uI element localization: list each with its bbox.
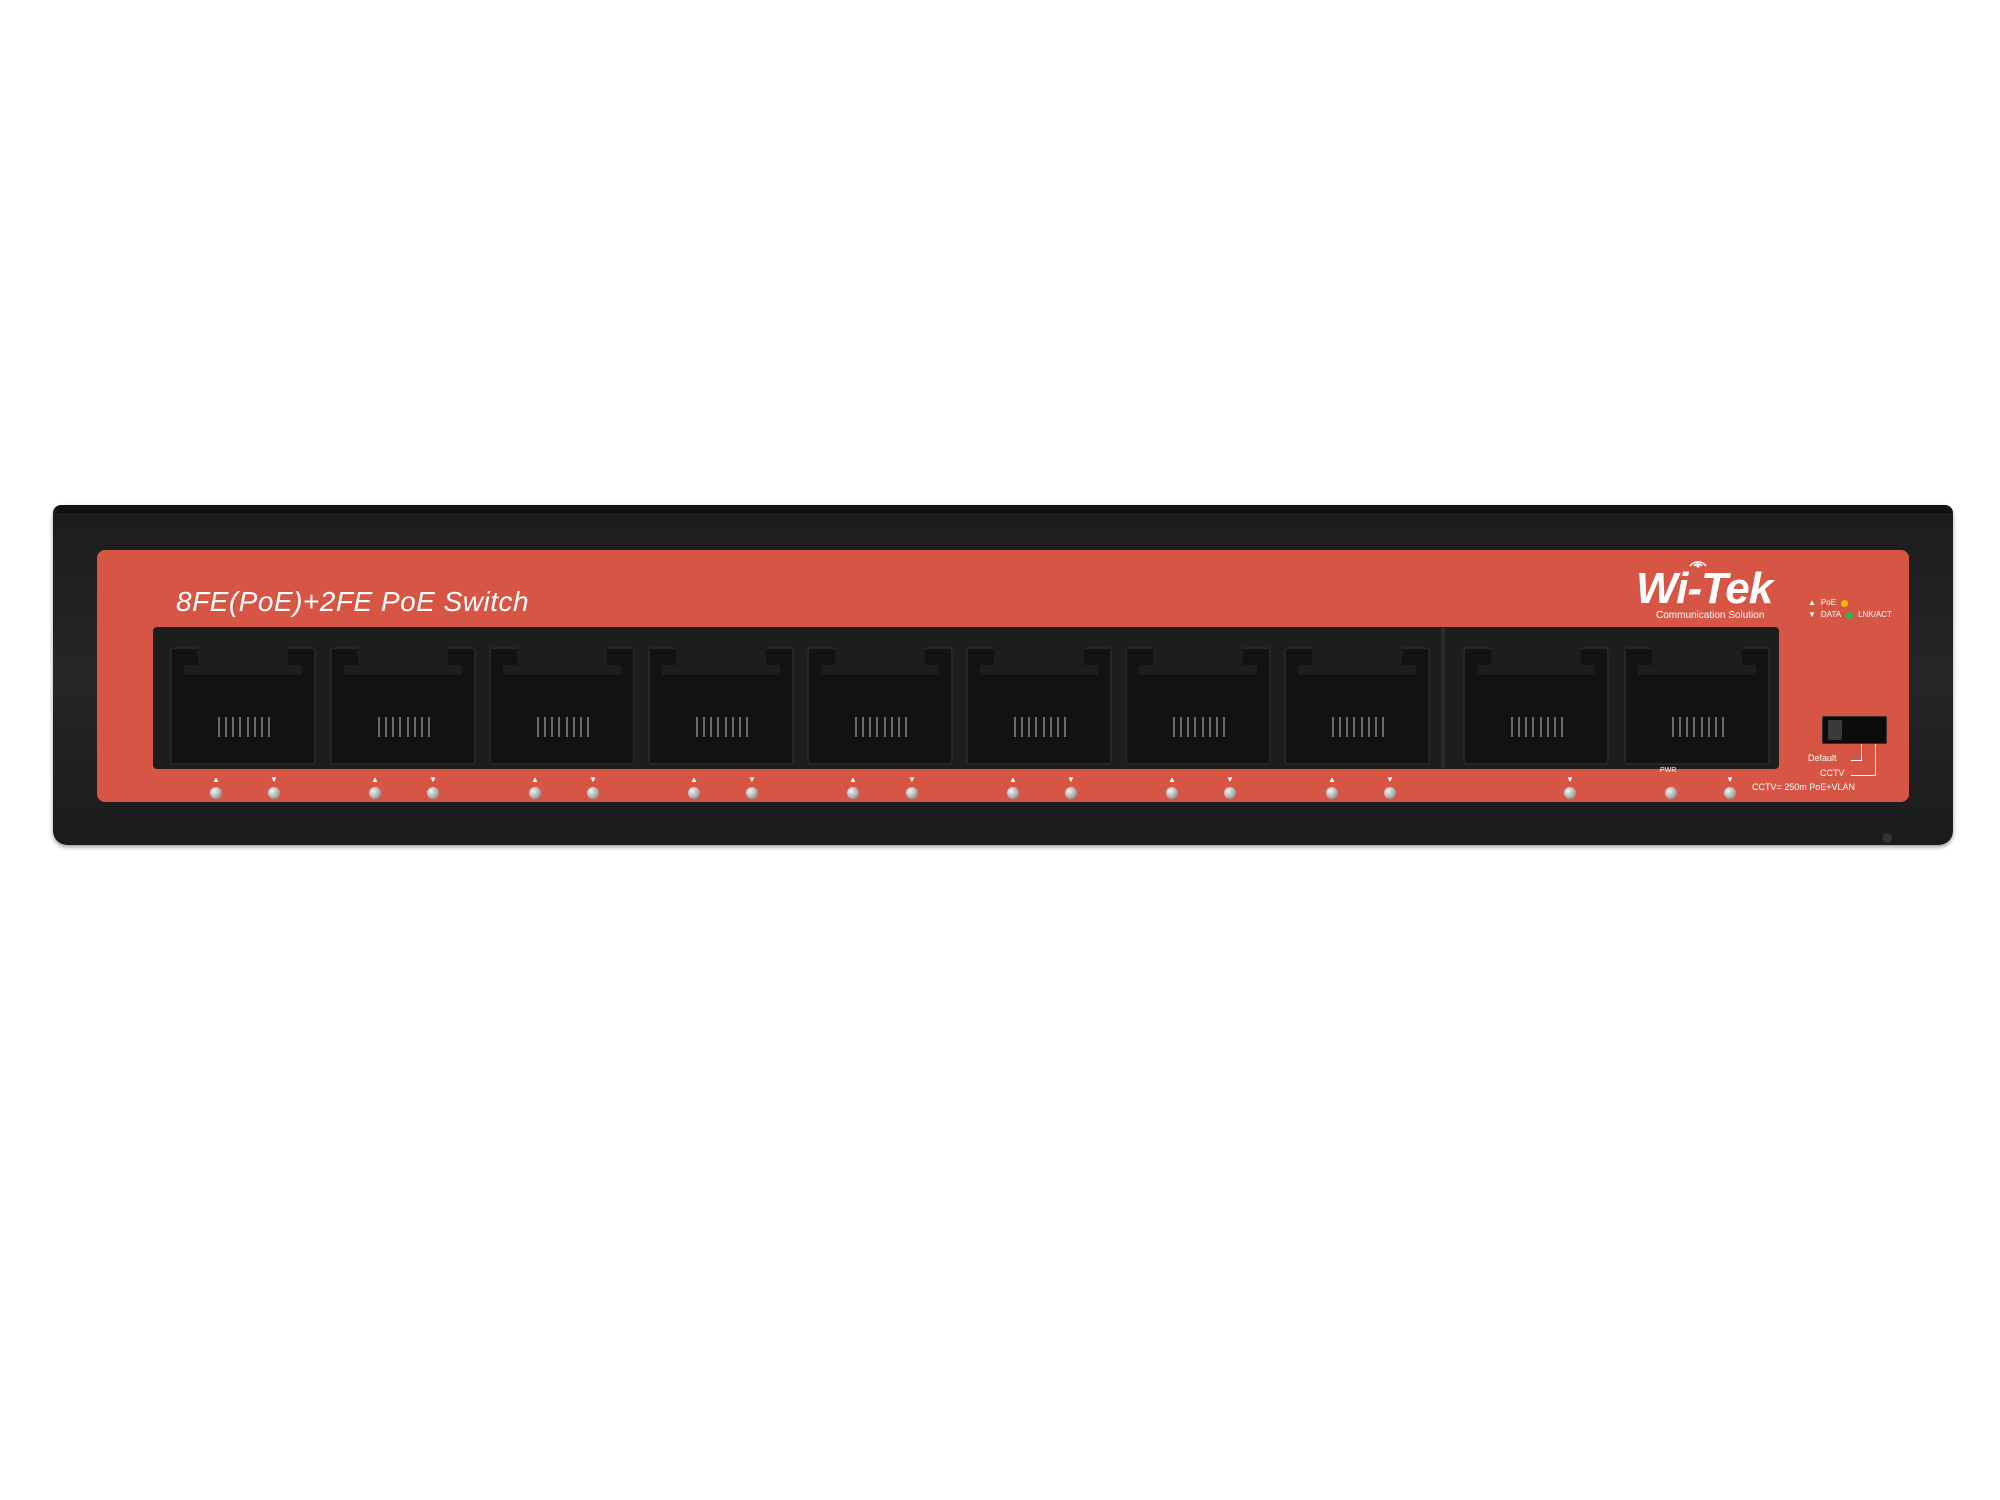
up-arrow-icon: ▲ xyxy=(1328,775,1336,784)
chassis-screw xyxy=(1882,833,1892,843)
status-led-7 xyxy=(688,787,700,799)
up-arrow-icon: ▲ xyxy=(1009,775,1017,784)
port-pins xyxy=(1014,717,1066,737)
port-pins xyxy=(1511,717,1563,737)
status-led-4 xyxy=(427,787,439,799)
down-arrow-icon: ▼ xyxy=(1566,775,1574,784)
status-led-12 xyxy=(1065,787,1077,799)
port-latch-slot xyxy=(1298,647,1416,675)
brand-logo: Wi-Tek Communication Solution xyxy=(1636,554,1796,624)
down-arrow-icon: ▼ xyxy=(589,775,597,784)
pwr-led-label: PWR xyxy=(1660,767,1677,774)
up-arrow-icon: ▲ xyxy=(690,775,698,784)
default-bracket xyxy=(1851,744,1862,761)
rj45-port-1[interactable] xyxy=(170,647,316,765)
rj45-port-4[interactable] xyxy=(648,647,794,765)
lnk-indicator-dot xyxy=(1846,611,1854,619)
legend-data: DATA xyxy=(1820,610,1842,619)
port-pins xyxy=(1173,717,1225,737)
status-led-19 xyxy=(1724,787,1736,799)
default-label: Default xyxy=(1808,753,1837,763)
down-arrow-icon: ▼ xyxy=(1067,775,1075,784)
port-pins xyxy=(378,717,430,737)
down-arrow-icon: ▼ xyxy=(1726,775,1734,784)
port-latch-slot xyxy=(184,647,302,675)
up-arrow-icon: ▲ xyxy=(212,775,220,784)
port-latch-slot xyxy=(1638,647,1756,675)
rj45-port-6[interactable] xyxy=(966,647,1112,765)
status-led-2 xyxy=(268,787,280,799)
down-arrow-icon: ▼ xyxy=(908,775,916,784)
pwr-led xyxy=(1665,787,1677,799)
up-arrow-icon: ▲ xyxy=(1808,598,1816,607)
switch-knob[interactable] xyxy=(1828,720,1842,740)
rj45-port-10[interactable] xyxy=(1624,647,1770,765)
port-latch-slot xyxy=(821,647,939,675)
port-pins xyxy=(218,717,270,737)
status-led-8 xyxy=(746,787,758,799)
up-arrow-icon: ▲ xyxy=(849,775,857,784)
down-arrow-icon: ▼ xyxy=(429,775,437,784)
status-led-5 xyxy=(529,787,541,799)
port-latch-slot xyxy=(1477,647,1595,675)
status-led-17 xyxy=(1564,787,1576,799)
port-pins xyxy=(1332,717,1384,737)
uplink-divider xyxy=(1441,628,1445,768)
port-latch-slot xyxy=(1139,647,1257,675)
port-pins xyxy=(855,717,907,737)
up-arrow-icon: ▲ xyxy=(371,775,379,784)
led-legend: ▲ PoE ▼ DATA LNK/ACT xyxy=(1808,597,1892,621)
rj45-port-3[interactable] xyxy=(489,647,635,765)
poe-indicator-dot xyxy=(1841,599,1849,607)
port-pins xyxy=(537,717,589,737)
status-led-9 xyxy=(847,787,859,799)
brand-name: Wi-Tek xyxy=(1636,564,1773,613)
status-led-3 xyxy=(369,787,381,799)
status-led-16 xyxy=(1384,787,1396,799)
port-latch-slot xyxy=(503,647,621,675)
mode-dip-switch[interactable] xyxy=(1822,716,1887,744)
status-led-11 xyxy=(1007,787,1019,799)
rj45-port-8[interactable] xyxy=(1284,647,1430,765)
down-arrow-icon: ▼ xyxy=(748,775,756,784)
cctv-note: CCTV= 250m PoE+VLAN xyxy=(1752,782,1856,792)
legend-lnk: LNK/ACT xyxy=(1858,610,1892,619)
port-pins xyxy=(696,717,748,737)
rj45-port-9[interactable] xyxy=(1463,647,1609,765)
rj45-port-7[interactable] xyxy=(1125,647,1271,765)
rj45-port-2[interactable] xyxy=(330,647,476,765)
status-led-15 xyxy=(1326,787,1338,799)
legend-poe: PoE xyxy=(1820,598,1837,607)
status-led-10 xyxy=(906,787,918,799)
wifi-signal-icon xyxy=(1689,561,1707,568)
status-led-6 xyxy=(587,787,599,799)
status-led-13 xyxy=(1166,787,1178,799)
cctv-label: CCTV xyxy=(1820,768,1845,778)
port-pins xyxy=(1672,717,1724,737)
port-latch-slot xyxy=(662,647,780,675)
port-latch-slot xyxy=(980,647,1098,675)
cctv-bracket xyxy=(1851,744,1876,776)
port-latch-slot xyxy=(344,647,462,675)
down-arrow-icon: ▼ xyxy=(270,775,278,784)
rj45-port-5[interactable] xyxy=(807,647,953,765)
down-arrow-icon: ▼ xyxy=(1386,775,1394,784)
brand-tagline: Communication Solution xyxy=(1656,610,1765,621)
status-led-1 xyxy=(210,787,222,799)
status-led-14 xyxy=(1224,787,1236,799)
up-arrow-icon: ▲ xyxy=(531,775,539,784)
down-arrow-icon: ▼ xyxy=(1808,610,1816,619)
model-label: 8FE(PoE)+2FE PoE Switch xyxy=(176,586,530,617)
up-arrow-icon: ▲ xyxy=(1168,775,1176,784)
down-arrow-icon: ▼ xyxy=(1226,775,1234,784)
